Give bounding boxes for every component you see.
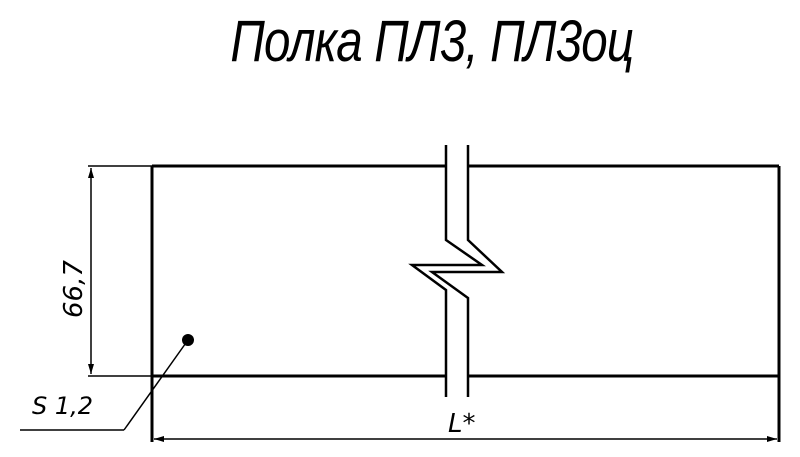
drawing-title: Полка ПЛ3, ПЛ3оц bbox=[230, 9, 634, 74]
break-lines bbox=[408, 145, 506, 397]
break-line-left bbox=[408, 145, 486, 397]
height-dimension-value: 66,7 bbox=[59, 260, 89, 318]
thickness-leader bbox=[20, 339, 189, 431]
shelf-outline bbox=[150, 164, 781, 442]
leader-dot-icon bbox=[182, 334, 194, 346]
thickness-label: S 1,2 bbox=[32, 392, 93, 420]
break-line-right bbox=[428, 145, 506, 397]
leader-line bbox=[123, 339, 189, 431]
height-dimension bbox=[88, 165, 152, 377]
length-label: L* bbox=[448, 409, 476, 439]
